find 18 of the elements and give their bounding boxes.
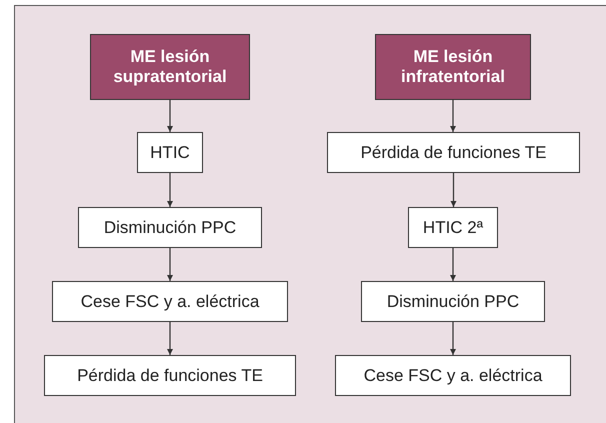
arrow	[167, 173, 173, 207]
process-box: Cese FSC y a. eléctrica	[52, 281, 288, 322]
arrow	[450, 322, 456, 355]
arrow	[167, 100, 173, 132]
process-box: HTIC	[137, 132, 203, 173]
arrow	[450, 248, 456, 281]
arrow	[450, 100, 456, 132]
arrow	[450, 173, 456, 207]
process-box: HTIC 2ª	[408, 207, 498, 248]
header-box: ME lesión supratentorial	[90, 34, 250, 100]
process-box: Pérdida de funciones TE	[327, 132, 580, 173]
process-box: Pérdida de funciones TE	[44, 355, 296, 396]
process-box: Disminución PPC	[361, 281, 545, 322]
process-box: Cese FSC y a. eléctrica	[335, 355, 571, 396]
arrow	[167, 322, 173, 355]
header-box: ME lesión infratentorial	[375, 34, 531, 100]
process-box: Disminución PPC	[78, 207, 262, 248]
arrow	[167, 248, 173, 281]
